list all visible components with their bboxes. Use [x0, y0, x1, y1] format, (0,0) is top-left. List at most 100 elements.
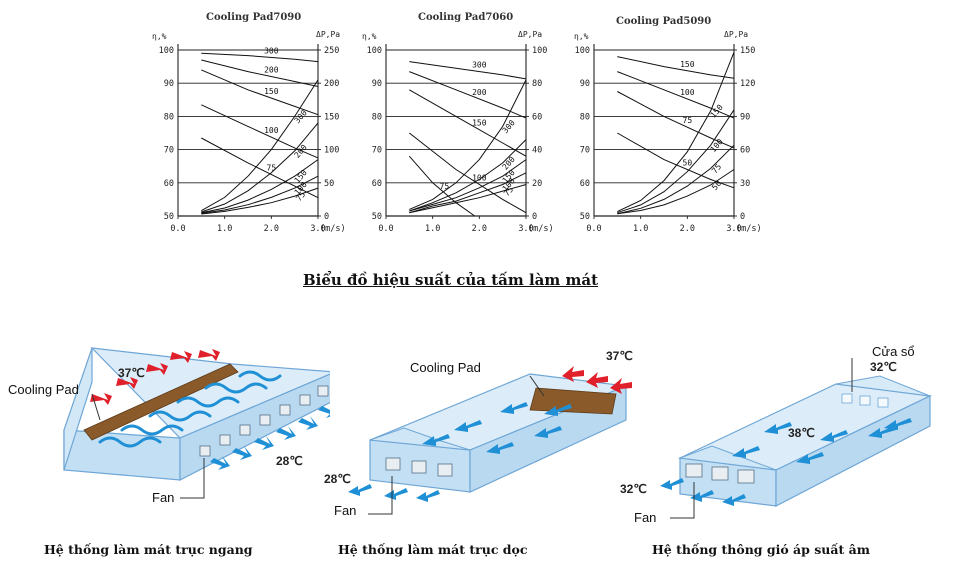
caption-horizontal: Hệ thống làm mát trục ngang	[44, 542, 253, 557]
window	[841, 393, 853, 404]
pressure-curve	[409, 184, 527, 214]
air-wave	[98, 436, 162, 448]
pressure-curve	[201, 159, 319, 214]
y-tick-label: 80	[372, 112, 382, 122]
x-tick-label: 3.0	[726, 224, 741, 234]
y2-tick-label: 80	[532, 79, 542, 89]
y-tick-label: 100	[159, 46, 174, 56]
y2-tick-label: 100	[324, 146, 339, 156]
efficiency-curve-label: 75	[267, 164, 277, 173]
air-arrow	[500, 402, 528, 414]
pressure-curve	[617, 52, 735, 213]
efficiency-curve-label: 100	[680, 88, 695, 97]
efficiency-curve-label: 300	[264, 46, 279, 55]
air-wave	[238, 370, 282, 382]
air-arrow	[416, 490, 440, 502]
outlet-temperature: 32℃	[620, 482, 647, 496]
y-axis-label: η,%	[362, 32, 377, 41]
y-axis-label: η,%	[152, 32, 167, 41]
window	[877, 397, 889, 408]
y-tick-label: 70	[372, 146, 382, 156]
fan-unit	[219, 434, 231, 446]
airflow-arrows	[660, 418, 912, 506]
air-arrow	[690, 490, 714, 502]
efficiency-curve	[617, 91, 735, 149]
y2-tick-label: 0	[324, 212, 329, 222]
window	[859, 395, 871, 406]
y2-tick-label: 0	[740, 212, 745, 222]
efficiency-curve	[201, 59, 319, 87]
efficiency-curve-label: 150	[264, 87, 279, 96]
inlet-temperature: 37℃	[118, 366, 145, 380]
x-tick-label: 2.0	[680, 224, 695, 234]
air-arrow	[732, 446, 760, 458]
air-wave	[120, 424, 184, 436]
x-tick-label: 1.0	[633, 224, 648, 234]
cooling-pad-label: Cooling Pad	[8, 382, 79, 397]
efficiency-curve	[617, 132, 735, 189]
y2-tick-label: 100	[532, 46, 547, 56]
y2-tick-label: 120	[740, 79, 755, 89]
airflow-arrows	[348, 402, 572, 502]
x-tick-label: 2.0	[264, 224, 279, 234]
y2-axis-label: ΔP,Pa	[518, 30, 543, 39]
pressure-curve-label: 75	[710, 162, 723, 175]
pressure-curve	[617, 169, 735, 215]
pressure-curve-label: 300	[501, 118, 517, 135]
fan-leader-line	[180, 458, 205, 499]
window-temperature: 32℃	[870, 360, 897, 374]
x-tick-label: 1.0	[425, 224, 440, 234]
efficiency-curve	[409, 89, 527, 157]
y2-tick-label: 150	[740, 46, 755, 56]
efficiency-curve	[617, 71, 735, 119]
air-arrow	[764, 422, 792, 434]
y-axis-label: η,%	[574, 32, 589, 41]
air-wave	[148, 410, 212, 422]
y2-tick-label: 250	[324, 46, 339, 56]
pressure-curve-label: 100	[709, 137, 725, 154]
fan-unit	[685, 463, 703, 478]
house-side-wall	[179, 373, 330, 481]
efficiency-curve	[201, 69, 319, 116]
efficiency-curve	[201, 52, 319, 63]
air-arrow	[884, 418, 912, 430]
fan-leader-line	[368, 476, 393, 515]
air-wave	[176, 396, 240, 408]
exhaust-arrow	[318, 404, 330, 418]
pressure-curve	[617, 144, 735, 215]
x-tick-label: 3.0	[310, 224, 325, 234]
efficiency-curve	[409, 61, 527, 80]
y-tick-label: 60	[372, 179, 382, 189]
y-tick-label: 80	[164, 112, 174, 122]
outlet-temperature: 28℃	[276, 454, 303, 468]
charts-heading: Biểu đồ hiệu suất của tấm làm mát	[303, 271, 599, 289]
efficiency-curve-label: 300	[472, 61, 487, 70]
exhaust-arrow	[298, 416, 318, 430]
hot-arrow	[586, 372, 608, 388]
hot-arrow	[198, 349, 220, 361]
fan-row	[385, 457, 453, 477]
y-tick-label: 50	[164, 212, 174, 222]
y2-tick-label: 20	[532, 179, 542, 189]
exhaust-arrow	[232, 446, 252, 460]
cooling-pad-label: Cooling Pad	[410, 360, 481, 375]
x-tick-label: 0.0	[378, 224, 393, 234]
air-arrow	[348, 484, 372, 496]
air-wave	[204, 382, 268, 394]
diagram-longitudinal: Cooling Pad 37℃ 28℃ Fan Hệ thống làm mát…	[324, 330, 650, 575]
y-tick-label: 50	[372, 212, 382, 222]
house-left-wall	[63, 347, 93, 471]
air-arrow	[454, 420, 482, 432]
x-tick-label: 0.0	[586, 224, 601, 234]
negative-pressure-house-illustration	[660, 358, 933, 519]
pad-leader-line	[529, 375, 545, 397]
air-arrow	[820, 430, 848, 442]
y-tick-label: 90	[372, 79, 382, 89]
pressure-curve-label: 50	[710, 179, 723, 192]
hot-arrow	[146, 363, 168, 375]
efficiency-curve-label: 75	[440, 182, 450, 191]
